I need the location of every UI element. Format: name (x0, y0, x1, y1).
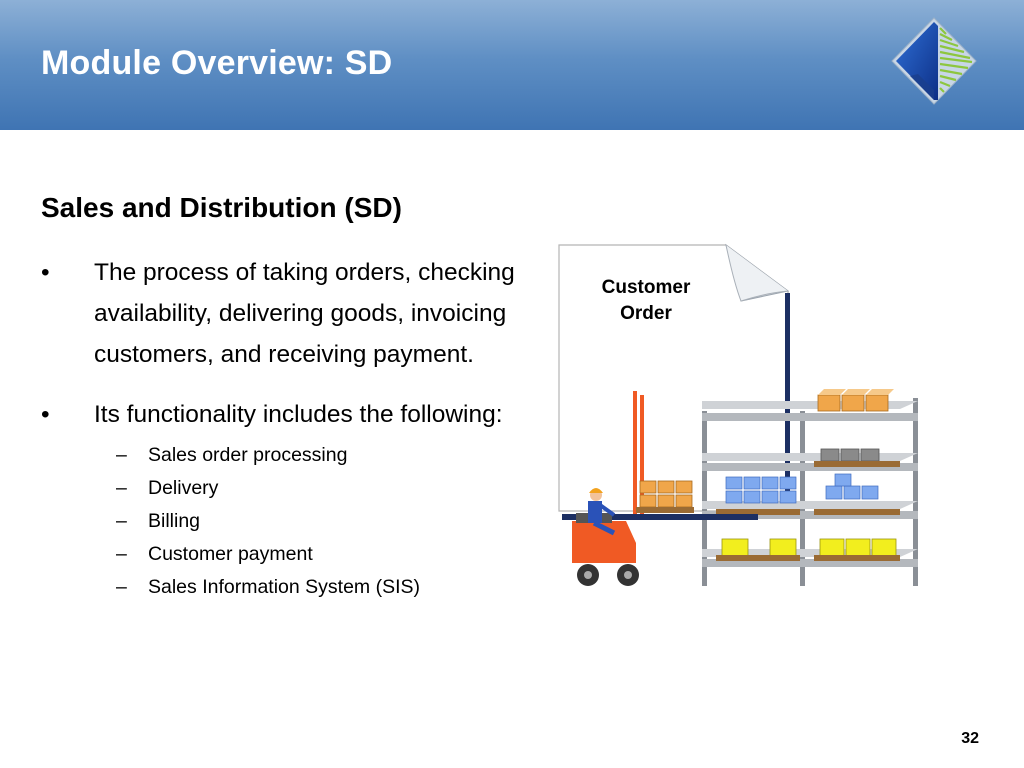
customer-order-label-line2: Order (620, 303, 672, 324)
section-title: Sales and Distribution (SD) (41, 192, 402, 223)
sub-bullet-list: –Sales order processing –Delivery –Billi… (94, 439, 521, 604)
bullet-marker: • (41, 259, 50, 286)
bullet-marker: • (41, 401, 50, 428)
diamond-logo-icon (891, 17, 977, 105)
slide-header: Module Overview: SD (0, 0, 1024, 130)
warehouse-illustration (558, 243, 918, 586)
sub-bullet-text: Customer payment (148, 543, 313, 565)
sub-bullet-text: Delivery (148, 477, 219, 499)
sub-bullet-text: Sales order processing (148, 444, 348, 466)
document-icon (558, 243, 790, 513)
bullet-item: • Its functionality includes the followi… (41, 394, 521, 604)
sub-bullet-item: –Customer payment (94, 538, 521, 571)
sub-bullet-marker: – (116, 444, 127, 466)
bullet-item: • The process of taking orders, checking… (41, 252, 521, 375)
warehouse-shelf-icon (702, 389, 918, 586)
customer-order-label: Customer Order (580, 275, 712, 327)
sub-bullet-item: –Billing (94, 505, 521, 538)
forklift-icon (562, 391, 758, 586)
bullet-text: The process of taking orders, checking a… (94, 259, 515, 368)
sub-bullet-item: –Sales order processing (94, 439, 521, 472)
bullet-text: Its functionality includes the following… (94, 401, 503, 428)
sub-bullet-text: Sales Information System (SIS) (148, 576, 421, 598)
sub-bullet-marker: – (116, 576, 127, 598)
sub-bullet-marker: – (116, 543, 127, 565)
sub-bullet-marker: – (116, 510, 127, 532)
slide-title: Module Overview: SD (41, 44, 393, 82)
page-number: 32 (961, 730, 979, 747)
bullet-list: • The process of taking orders, checking… (41, 252, 521, 623)
sub-bullet-item: –Sales Information System (SIS) (94, 571, 521, 604)
sub-bullet-text: Billing (148, 510, 201, 532)
sub-bullet-item: –Delivery (94, 472, 521, 505)
sub-bullet-marker: – (116, 477, 127, 499)
customer-order-label-line1: Customer (601, 277, 691, 298)
